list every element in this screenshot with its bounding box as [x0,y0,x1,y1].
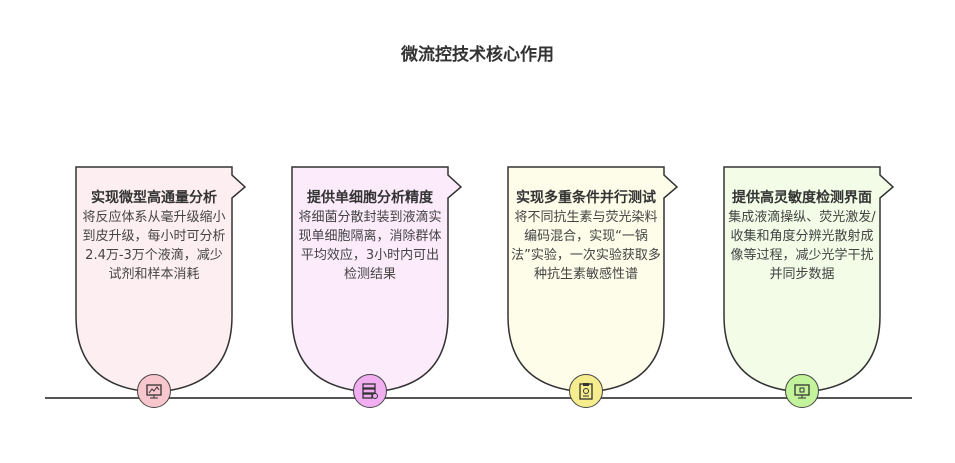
card-description: 集成液滴操纵、荧光激发/收集和角度分辨光散射成像等过程，减少光学干扰并同步数据 [728,210,876,282]
card-description: 将细菌分散封装到液滴实现单细胞隔离，消除群体平均效应，3小时内可出检测结果 [298,210,442,282]
card-title: 提供高灵敏度检测界面 [732,190,872,206]
card: 提供单细胞分析精度将细菌分散封装到液滴实现单细胞隔离，消除群体平均效应，3小时内… [291,166,467,408]
server-database-icon [353,374,387,408]
card-description: 将不同抗生素与荧光染料编码混合，实现“一锅法”实验，一次实验获取多种抗生素敏感性… [511,210,661,282]
clipboard-certificate-icon [569,374,603,408]
card: 实现多重条件并行测试将不同抗生素与荧光染料编码混合，实现“一锅法”实验，一次实验… [507,166,683,408]
card-description: 将反应体系从毫升级缩小到皮升级，每小时可分析2.4万-3万个液滴，减少试剂和样本… [82,210,226,282]
timeline-axis [45,397,912,399]
card-title: 实现多重条件并行测试 [516,190,656,206]
card-title: 提供单细胞分析精度 [307,190,433,206]
card: 实现微型高通量分析将反应体系从毫升级缩小到皮升级，每小时可分析2.4万-3万个液… [75,166,251,408]
monitor-display-icon [785,374,819,408]
diagram-title: 微流控技术核心作用 [401,45,554,65]
monitor-chart-icon [137,374,171,408]
card-title: 实现微型高通量分析 [91,190,217,206]
card: 提供高灵敏度检测界面集成液滴操纵、荧光激发/收集和角度分辨光散射成像等过程，减少… [723,166,899,408]
